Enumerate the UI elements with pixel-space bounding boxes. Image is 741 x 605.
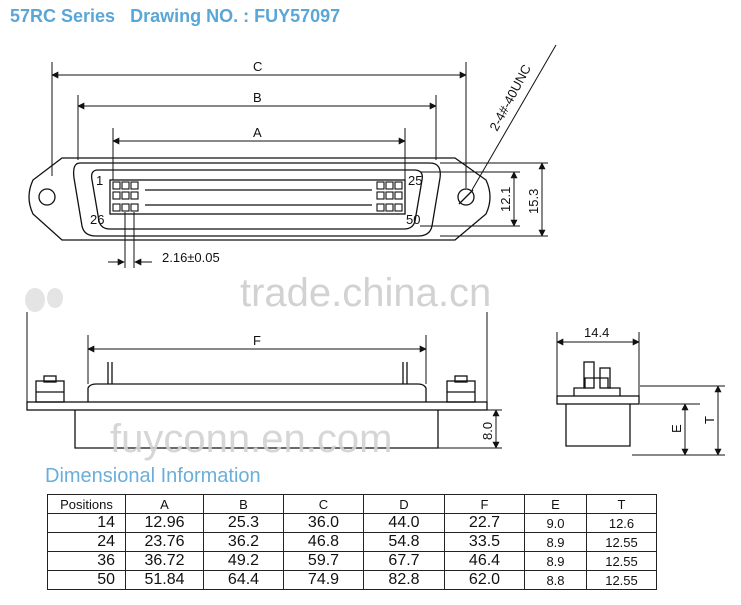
dimension-c <box>51 62 467 188</box>
side-view <box>26 312 488 449</box>
end-shell <box>573 377 621 396</box>
end-view <box>556 332 640 447</box>
mounting-hole-right <box>457 188 475 206</box>
side-body-lower <box>74 410 439 449</box>
col-c: C <box>283 494 364 514</box>
dimension-14-4-label: 14.4 <box>584 325 609 340</box>
cell-b: 36.2 <box>203 532 284 552</box>
dimension-f <box>87 335 427 384</box>
cell-c: 59.7 <box>283 551 364 571</box>
cell-t: 12.55 <box>586 570 657 590</box>
mounting-hole-left <box>38 188 56 206</box>
dimension-e-t <box>632 385 725 456</box>
table-row: 24 23.76 36.2 46.8 54.8 33.5 8.9 12.55 <box>47 532 657 552</box>
cell-positions: 36 <box>47 551 126 571</box>
cell-a: 12.96 <box>125 513 204 533</box>
dimension-e-label: E <box>669 424 684 433</box>
insulator-bar <box>109 179 406 215</box>
pitch-label: 2.16±0.05 <box>162 250 220 265</box>
pin-label-25: 25 <box>408 173 422 188</box>
cell-c: 74.9 <box>283 570 364 590</box>
cell-f: 33.5 <box>444 532 525 552</box>
col-t: T <box>586 494 657 514</box>
cell-positions: 14 <box>47 513 126 533</box>
col-f: F <box>444 494 525 514</box>
dimension-height <box>420 162 548 237</box>
d-shell-outer <box>72 162 441 237</box>
cell-b: 64.4 <box>203 570 284 590</box>
cell-b: 49.2 <box>203 551 284 571</box>
pin-group-right <box>376 181 403 212</box>
cell-e: 9.0 <box>524 513 587 533</box>
connector-drawing: 1 25 26 50 C B A 12.1 15.3 2-4#-40UNC <box>25 44 725 461</box>
cell-d: 44.0 <box>363 513 445 533</box>
pin-label-26: 26 <box>90 212 104 227</box>
drawing-title: 57RC Series Drawing NO. : FUY57097 <box>10 6 341 26</box>
pin-label-50: 50 <box>406 212 420 227</box>
side-flange <box>26 401 488 411</box>
dimension-8-0-label: 8.0 <box>480 422 495 440</box>
end-body <box>565 404 631 447</box>
cell-c: 46.8 <box>283 532 364 552</box>
col-e: E <box>524 494 587 514</box>
pin-group-left <box>112 181 139 212</box>
dimensional-info-title: Dimensional Information <box>45 465 261 487</box>
dimension-a-label: A <box>253 125 262 140</box>
dimensions-table: Positions A B C D F E T 14 12.96 25.3 36… <box>47 494 657 590</box>
cell-f: 22.7 <box>444 513 525 533</box>
cell-e: 8.9 <box>524 532 587 552</box>
table-row: 14 12.96 25.3 36.0 44.0 22.7 9.0 12.6 <box>47 513 657 533</box>
dimension-8-0 <box>438 409 502 449</box>
cell-e: 8.9 <box>524 551 587 571</box>
col-d: D <box>363 494 445 514</box>
side-shell-top <box>87 383 427 402</box>
dimension-b <box>77 95 437 160</box>
col-positions: Positions <box>47 494 126 514</box>
pin-label-1: 1 <box>96 173 103 188</box>
table-header-row: Positions A B C D F E T <box>47 494 657 514</box>
cell-a: 23.76 <box>125 532 204 552</box>
cell-a: 51.84 <box>125 570 204 590</box>
dimension-c-label: C <box>253 59 262 74</box>
cell-b: 25.3 <box>203 513 284 533</box>
table-row: 50 51.84 64.4 74.9 82.8 62.0 8.8 12.55 <box>47 570 657 590</box>
cell-f: 62.0 <box>444 570 525 590</box>
thread-leader <box>471 44 557 191</box>
watermark-brand: fuyconn.en.com <box>110 417 392 461</box>
cell-a: 36.72 <box>125 551 204 571</box>
cell-f: 46.4 <box>444 551 525 571</box>
cell-t: 12.55 <box>586 532 657 552</box>
cell-positions: 50 <box>47 570 126 590</box>
cell-d: 82.8 <box>363 570 445 590</box>
top-view <box>28 157 491 241</box>
cell-t: 12.55 <box>586 551 657 571</box>
cell-d: 54.8 <box>363 532 445 552</box>
end-flange <box>556 395 640 405</box>
cell-positions: 24 <box>47 532 126 552</box>
watermark-trade: trade.china.cn <box>240 271 491 315</box>
dimension-12-1-label: 12.1 <box>498 187 513 212</box>
dimension-b-label: B <box>253 90 262 105</box>
thread-callout: 2-4#-40UNC <box>486 62 534 133</box>
cell-d: 67.7 <box>363 551 445 571</box>
cell-t: 12.6 <box>586 513 657 533</box>
pitch-dimension <box>108 212 152 268</box>
dimension-t-label: T <box>702 416 717 424</box>
dimension-f-label: F <box>253 333 261 348</box>
cell-e: 8.8 <box>524 570 587 590</box>
watermark-blur-left <box>25 288 63 312</box>
cell-c: 36.0 <box>283 513 364 533</box>
d-shell-inner <box>90 169 423 230</box>
dimension-a <box>112 128 406 180</box>
dimension-15-3-label: 15.3 <box>526 189 541 214</box>
col-b: B <box>203 494 284 514</box>
table-row: 36 36.72 49.2 59.7 67.7 46.4 8.9 12.55 <box>47 551 657 571</box>
flange-outline <box>28 157 491 241</box>
col-a: A <box>125 494 204 514</box>
